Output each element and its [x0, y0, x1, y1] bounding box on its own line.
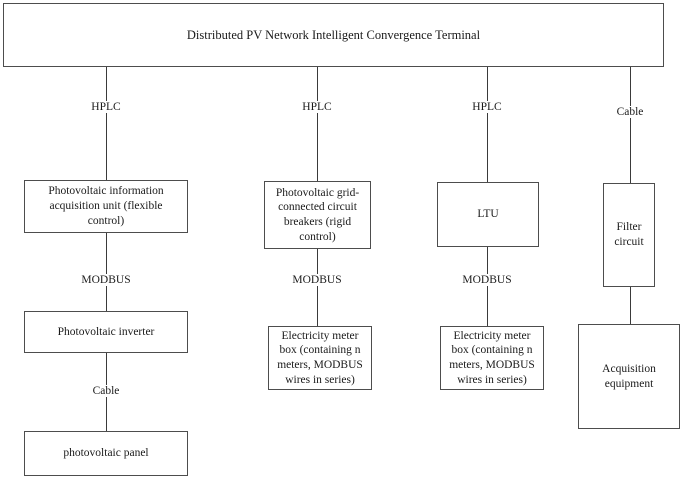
edge-label-modbus-branch-3: MODBUS [459, 274, 515, 286]
node-electricity-meter-box-3[interactable]: Electricity meter box (containing n mete… [440, 326, 544, 390]
edge-filter-circuit-to-acquisition-equipment [630, 287, 631, 324]
node-pv-info-acquisition-unit[interactable]: Photovoltaic information acquisition uni… [24, 180, 188, 233]
edge-pv-info-acquisition-unit-to-pv-inverter [106, 233, 107, 311]
edge-root-to-filter-circuit [630, 67, 631, 183]
node-electricity-meter-box-2[interactable]: Electricity meter box (containing n mete… [268, 326, 372, 390]
edge-label-cable-branch-1: Cable [89, 385, 123, 397]
node-ltu[interactable]: LTU [437, 182, 539, 247]
node-pv-info-acquisition-unit-label: Photovoltaic information acquisition uni… [48, 185, 164, 227]
edge-root-to-ltu [487, 67, 488, 182]
edge-label-modbus-branch-2: MODBUS [289, 274, 345, 286]
edge-pv-grid-connected-circuit-breakers-to-electricity-meter-box-2 [317, 249, 318, 326]
node-pv-inverter-label: Photovoltaic inverter [57, 325, 155, 338]
node-pv-panel-label: photovoltaic panel [63, 447, 149, 460]
node-pv-grid-connected-circuit-breakers-label: Photovoltaic grid- connected circuit bre… [275, 186, 360, 243]
edge-root-to-pv-info-acquisition-unit [106, 67, 107, 180]
node-root-terminal[interactable]: Distributed PV Network Intelligent Conve… [3, 3, 664, 67]
edge-label-hplc-branch-2: HPLC [299, 101, 335, 113]
edge-label-modbus-branch-1: MODBUS [78, 274, 134, 286]
node-pv-grid-connected-circuit-breakers[interactable]: Photovoltaic grid- connected circuit bre… [264, 181, 371, 249]
node-acquisition-equipment[interactable]: Acquisition equipment [578, 324, 680, 429]
node-root-terminal-label: Distributed PV Network Intelligent Conve… [186, 28, 481, 42]
edge-root-to-pv-grid-connected-circuit-breakers [317, 67, 318, 181]
node-acquisition-equipment-label: Acquisition equipment [602, 362, 656, 390]
node-ltu-label: LTU [477, 208, 499, 221]
edge-label-hplc-branch-1: HPLC [88, 101, 124, 113]
edge-label-hplc-branch-3: HPLC [469, 101, 505, 113]
node-filter-circuit-label: Filter circuit [614, 221, 644, 248]
node-filter-circuit[interactable]: Filter circuit [603, 183, 655, 287]
node-electricity-meter-box-3-label: Electricity meter box (containing n mete… [449, 329, 535, 386]
node-pv-inverter[interactable]: Photovoltaic inverter [24, 311, 188, 353]
edge-ltu-to-electricity-meter-box-3 [487, 247, 488, 326]
node-electricity-meter-box-2-label: Electricity meter box (containing n mete… [277, 329, 363, 386]
edge-label-cable-branch-4: Cable [613, 106, 647, 118]
node-pv-panel[interactable]: photovoltaic panel [24, 431, 188, 476]
